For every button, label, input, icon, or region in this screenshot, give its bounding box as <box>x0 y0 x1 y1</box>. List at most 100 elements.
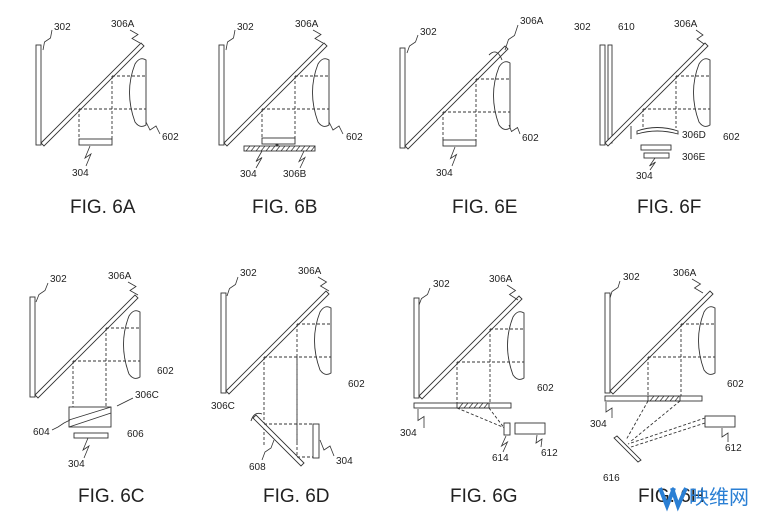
label-612: 612 <box>541 448 558 459</box>
projection-ray <box>456 407 506 429</box>
label-306B: 306B <box>283 169 307 180</box>
label-602: 602 <box>537 383 554 394</box>
watermark-text: 映维网 <box>689 485 749 509</box>
leader-line <box>506 284 519 301</box>
label-610: 610 <box>618 22 635 33</box>
label-616: 616 <box>603 473 620 484</box>
leader-line <box>649 157 656 171</box>
leader-line <box>129 29 141 44</box>
label-602: 602 <box>522 133 539 144</box>
display-302 <box>399 47 406 149</box>
leader-line <box>312 29 324 44</box>
label-306A: 306A <box>108 271 132 282</box>
layer-610 <box>607 44 613 144</box>
leader-line <box>255 150 263 169</box>
watermark: 映维网 <box>658 485 749 512</box>
caption-fig-6c: FIG. 6C <box>78 486 145 507</box>
combiner-mirror-306A <box>604 42 709 147</box>
hatch-line <box>483 402 489 409</box>
leader-line <box>319 439 335 457</box>
hatch-line <box>458 402 464 409</box>
label-306A: 306A <box>298 266 322 277</box>
projector-612 <box>704 415 736 428</box>
leader-line <box>449 146 458 167</box>
label-304: 304 <box>590 419 607 430</box>
leader-line <box>406 34 419 54</box>
label-304: 304 <box>336 456 353 467</box>
label-304: 304 <box>436 168 453 179</box>
hatch-line <box>664 395 670 402</box>
leader-line <box>84 145 92 167</box>
hatch-line <box>468 402 474 409</box>
hatch-line <box>654 395 660 402</box>
label-612: 612 <box>725 443 742 454</box>
label-302: 302 <box>433 279 450 290</box>
hatch-line <box>290 145 296 152</box>
lens-602 <box>493 61 511 130</box>
panel-304 <box>442 139 477 147</box>
leader-line <box>418 287 431 306</box>
leader-line <box>42 29 53 51</box>
hatch-line <box>250 145 256 152</box>
hatch-line <box>478 402 484 409</box>
label-304: 304 <box>240 169 257 180</box>
leader-line <box>51 419 71 431</box>
label-304: 304 <box>72 168 89 179</box>
hatch-line <box>255 145 261 152</box>
combiner-mirror-306A <box>225 290 330 395</box>
hatch-line <box>649 395 655 402</box>
label-602: 602 <box>157 366 174 377</box>
label-306A: 306A <box>520 16 544 27</box>
caption-fig-6e: FIG. 6E <box>452 197 517 218</box>
label-602: 602 <box>723 132 740 143</box>
hatch-line <box>245 145 251 152</box>
hatch-line <box>270 145 276 152</box>
hatch-line <box>275 145 281 152</box>
combiner-mirror-306A <box>40 42 145 147</box>
panel-304 <box>604 395 703 402</box>
label-602: 602 <box>346 132 363 143</box>
lens-602 <box>507 311 525 380</box>
leader-line <box>691 278 704 294</box>
hatch-line <box>463 402 469 409</box>
projector-612 <box>514 422 546 435</box>
hatch-line <box>295 145 301 152</box>
hatch-line <box>659 395 665 402</box>
label-602: 602 <box>348 379 365 390</box>
lens-602 <box>693 58 711 127</box>
label-302: 302 <box>623 272 640 283</box>
prism-606 <box>68 412 112 428</box>
panel-304 <box>312 423 320 459</box>
display-302 <box>599 44 606 146</box>
caption-fig-6g: FIG. 6G <box>450 486 518 507</box>
label-302: 302 <box>574 22 591 33</box>
hatch-line <box>473 402 479 409</box>
leader-line <box>721 428 729 442</box>
label-304: 304 <box>68 459 85 470</box>
leader-line <box>35 282 49 303</box>
prism-604 <box>68 406 112 421</box>
caption-fig-6b: FIG. 6B <box>252 197 317 218</box>
watermark-logo-icon <box>658 487 688 512</box>
projection-ray <box>630 422 706 448</box>
caption-fig-6d: FIG. 6D <box>263 486 330 507</box>
panel-304 <box>413 402 512 409</box>
leader-line <box>145 121 161 135</box>
display-302 <box>413 297 420 399</box>
leader-line <box>609 280 621 299</box>
leader-line <box>605 402 613 418</box>
leader-line <box>695 29 705 45</box>
label-306D: 306D <box>682 130 706 141</box>
adjustable-lens-306D <box>636 127 679 135</box>
leader-line <box>535 434 543 448</box>
label-604: 604 <box>33 427 50 438</box>
leader-line <box>508 124 521 135</box>
combiner-mirror-306A <box>609 290 714 395</box>
rotation-arrow-icon <box>250 412 263 422</box>
label-306A: 306A <box>295 19 319 30</box>
